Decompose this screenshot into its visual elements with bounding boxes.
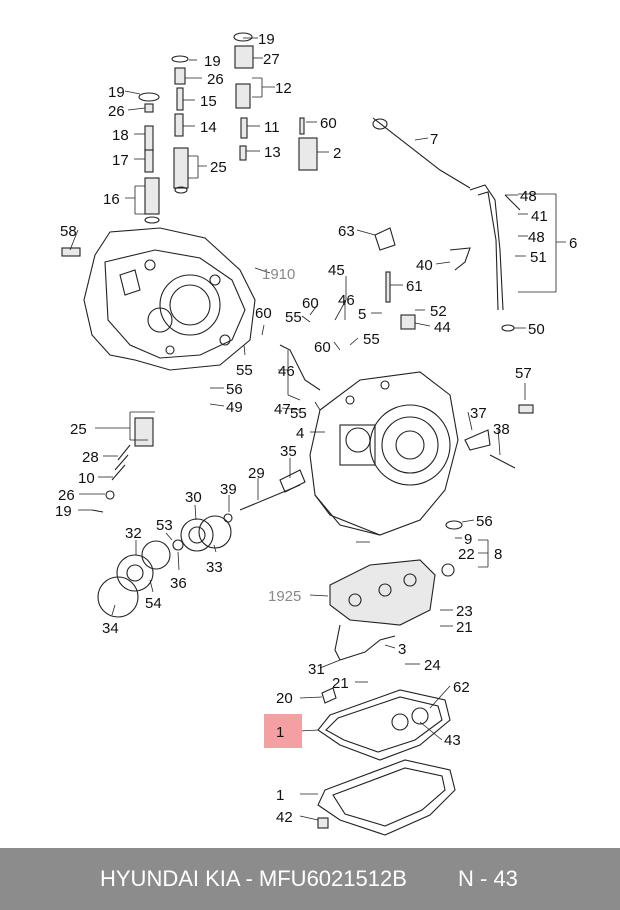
callout-label-32: 32 [125,525,142,542]
callout-label-60: 60 [314,339,331,356]
callout-label-5: 5 [358,306,366,323]
misc-fasteners [61,227,534,829]
callout-label-60: 60 [255,305,272,322]
callout-label-1: 1 [276,724,284,741]
callout-label-60: 60 [302,295,319,312]
callout-label-55: 55 [290,405,307,422]
callout-label-3: 3 [398,641,406,658]
callout-label-2: 2 [333,145,341,162]
callout-label-36: 36 [170,575,187,592]
callout-label-31: 31 [308,661,325,678]
valve-body [329,559,436,626]
transmission-case-right [309,371,459,536]
footer-bar: HYUNDAI KIA - MFU6021512B N - 43 [0,848,620,910]
callout-label-19: 19 [55,503,72,520]
callout-label-34: 34 [102,620,119,637]
callout-label-4: 4 [296,425,304,442]
callout-label-30: 30 [185,489,202,506]
dipstick-assembly [372,117,521,311]
callout-label-38: 38 [493,421,510,438]
callout-label-46: 46 [338,292,355,309]
callout-label-21: 21 [332,675,349,692]
callout-label-33: 33 [206,559,223,576]
callout-label-43: 43 [444,732,461,749]
callout-label-14: 14 [200,119,217,136]
callout-label-26: 26 [207,71,224,88]
callout-label-58: 58 [60,223,77,240]
callout-label-46: 46 [278,363,295,380]
callout-label-35: 35 [280,443,297,460]
callout-label-17: 17 [112,152,129,169]
callout-label-54: 54 [145,595,162,612]
callout-label-6: 6 [569,235,577,252]
callout-label-57: 57 [515,365,532,382]
exploded-parts-diagram: 1927192612192615141113602181725167484148… [55,31,577,836]
transmission-case-left [83,227,256,371]
callout-label-28: 28 [82,449,99,466]
footer-page: N - 43 [458,866,518,891]
callout-label-56: 56 [226,381,243,398]
callout-label-21: 21 [456,619,473,636]
callout-label-61: 61 [406,278,423,295]
callout-label-13: 13 [264,144,281,161]
callout-label-53: 53 [156,517,173,534]
callout-label-62: 62 [453,679,470,696]
callout-label-1925: 1925 [268,588,301,605]
callout-label-9: 9 [464,531,472,548]
callout-label-12: 12 [275,80,292,97]
callout-label-37: 37 [470,405,487,422]
valve-parts-stack [138,32,318,224]
callout-label-23: 23 [456,603,473,620]
callout-label-11: 11 [264,119,280,136]
callout-label-45: 45 [328,262,345,279]
callout-label-52: 52 [430,303,447,320]
callout-label-42: 42 [276,809,293,826]
callout-label-48: 48 [528,229,545,246]
callout-label-55: 55 [363,331,380,348]
callout-label-18: 18 [112,127,129,144]
callout-label-51: 51 [530,249,547,266]
callout-label-44: 44 [434,319,451,336]
callout-label-48: 48 [520,188,537,205]
callout-label-39: 39 [220,481,237,498]
callout-label-27: 27 [263,51,280,68]
callout-label-10: 10 [78,470,95,487]
highlight-box [264,714,302,748]
callout-label-63: 63 [338,223,355,240]
callout-label-1910: 1910 [262,266,295,283]
callout-label-20: 20 [276,690,293,707]
oil-pan [317,759,456,836]
callout-label-25: 25 [70,421,87,438]
callout-label-24: 24 [424,657,441,674]
callout-label-47: 47 [274,401,291,418]
callout-label-55: 55 [236,362,253,379]
callout-label-49: 49 [226,399,243,416]
callout-label-26: 26 [58,487,75,504]
callout-label-7: 7 [430,131,438,148]
callout-label-55: 55 [285,309,302,326]
callout-label-41: 41 [531,208,548,225]
callout-label-40: 40 [416,257,433,274]
callout-label-60: 60 [320,115,337,132]
footer-title: HYUNDAI KIA - MFU6021512B [100,866,407,891]
wire-harness [334,624,396,661]
callout-label-15: 15 [200,93,217,110]
callout-label-16: 16 [103,191,120,208]
leader-lines [69,37,566,821]
callout-label-26: 26 [108,103,125,120]
callout-label-19: 19 [108,84,125,101]
oil-pan-gasket [317,689,451,761]
callout-label-56: 56 [476,513,493,530]
callout-label-25: 25 [210,159,227,176]
callout-label-1: 1 [276,787,284,804]
callout-label-19: 19 [204,53,221,70]
callout-label-19: 19 [258,31,275,48]
callout-label-29: 29 [248,465,265,482]
callout-label-8: 8 [494,546,502,563]
callout-label-22: 22 [458,546,475,563]
callout-label-50: 50 [528,321,545,338]
